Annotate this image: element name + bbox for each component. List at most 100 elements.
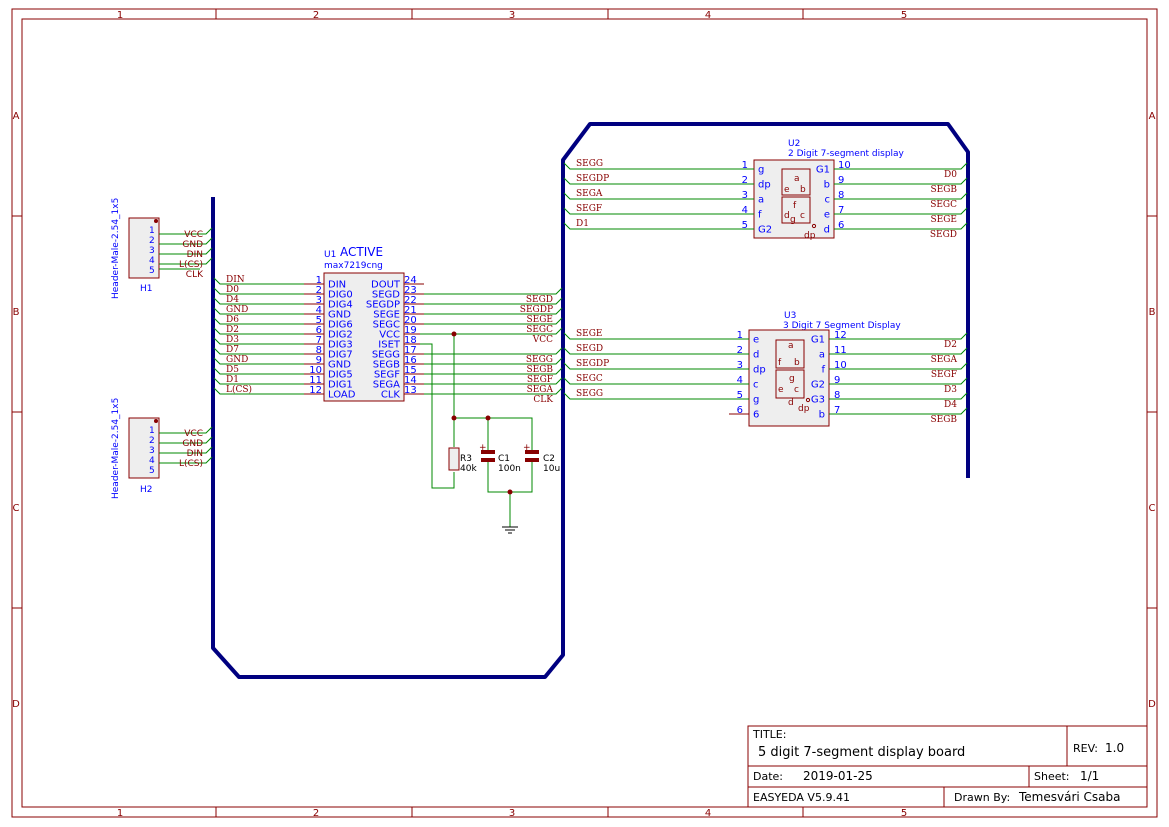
u1-net-wire — [424, 307, 563, 315]
u1-pin-number: 8 — [316, 345, 322, 356]
u3-pin-name: G1 — [811, 335, 825, 346]
u1-pin-number: 1 — [316, 275, 322, 286]
ic-u1-max7219: U1 ACTIVE max7219cng DIN1DINDIG02D0DIG43… — [213, 245, 563, 405]
u2-net-label: SEGD — [930, 230, 957, 240]
u1-net-label: SEGB — [526, 365, 553, 375]
u1-net-label: D7 — [226, 345, 239, 355]
u1-pin-number: 10 — [309, 365, 322, 376]
u3-seg-label: c — [794, 385, 799, 395]
u1-pin-number: 6 — [316, 325, 322, 336]
u1-pin-number: 7 — [316, 335, 322, 346]
u3-net-wire — [829, 347, 968, 355]
h2-pin1-marker — [154, 419, 158, 423]
frame-row-labels: A B C D A B C D — [12, 111, 1156, 710]
row-label-right: D — [1148, 699, 1156, 710]
u1-net-wire — [213, 337, 304, 345]
u1-net-wire — [424, 327, 563, 335]
u1-pin-number: 17 — [404, 345, 417, 356]
h1-pin-number: 3 — [149, 246, 155, 256]
u1-pin-name: SEGE — [373, 310, 400, 321]
u2-net-wire — [563, 192, 754, 200]
u3-pin-name: b — [819, 410, 825, 421]
u2-net-label: SEGG — [576, 159, 603, 169]
u3-pin-number: 9 — [834, 375, 840, 386]
u1-pin-name: DIG5 — [328, 370, 353, 381]
u2-body — [753, 159, 835, 239]
u1-net-wire — [424, 287, 563, 295]
u3-pin-number: 12 — [834, 330, 847, 341]
u2-seg-label: f — [793, 201, 797, 211]
h2-pin-number: 1 — [149, 426, 155, 436]
u1-pin-name: VCC — [379, 330, 400, 341]
u1-net-wire — [213, 317, 304, 325]
u1-pin-name: SEGB — [373, 360, 400, 371]
u3-net-label: SEGE — [576, 329, 603, 339]
row-label-left: C — [13, 503, 20, 514]
u3-net-wire — [563, 332, 749, 340]
u2-seg-label: d — [784, 211, 790, 221]
u1-net-label: D4 — [226, 295, 239, 305]
u1-pin-name: CLK — [381, 390, 401, 401]
u1-pin-number: 18 — [404, 335, 417, 346]
u1-pin-number: 23 — [404, 285, 417, 296]
col-label-top: 2 — [313, 10, 319, 21]
h1-pin-number: 1 — [149, 226, 155, 236]
title-label: TITLE: — [752, 728, 786, 741]
col-label-bottom: 4 — [705, 808, 711, 819]
h1-net-label: DIN — [187, 250, 203, 260]
u2-net-wire — [834, 207, 968, 215]
date-value: 2019-01-25 — [803, 769, 873, 783]
u1-net-label: D2 — [226, 325, 239, 335]
u2-pin-number: 7 — [838, 205, 844, 216]
h2-net-label: GND — [182, 439, 203, 449]
h1-pin1-marker — [154, 219, 158, 223]
col-label-top: 5 — [901, 10, 907, 21]
u3-pin-name: a — [819, 350, 825, 361]
display-u2: U2 2 Digit 7-segment display a e b f d c… — [563, 139, 968, 241]
h2-pin-number: 2 — [149, 436, 155, 446]
u1-pin-number: 21 — [404, 305, 417, 316]
date-label: Date: — [753, 770, 783, 783]
tool-version: EASYEDA V5.9.41 — [753, 791, 850, 804]
u1-net-label: GND — [226, 355, 248, 365]
u1-left-pins: DIN1DINDIG02D0DIG43D4GND4GNDDIG65D6DIG26… — [213, 275, 356, 401]
u3-net-wire — [829, 407, 968, 415]
iset-network: R3 40k + C1 100n + C2 10u — [420, 331, 560, 534]
junction-dot — [451, 415, 457, 421]
u3-pin-name: G2 — [811, 380, 825, 391]
u1-net-wire — [213, 367, 304, 375]
h2-net-label: VCC — [184, 429, 203, 439]
col-label-top: 1 — [117, 10, 123, 21]
u3-pin-name: G3 — [811, 395, 825, 406]
u1-pin-name: SEGA — [373, 380, 400, 391]
u1-net-label: SEGD — [526, 295, 553, 305]
u1-net-label: VCC — [532, 335, 553, 345]
u3-ref: U3 — [784, 311, 796, 321]
u3-net-label: D4 — [944, 400, 957, 410]
u1-net-wire — [213, 297, 304, 305]
u3-net-label: SEGDP — [576, 359, 609, 369]
u1-pin-number: 13 — [404, 385, 417, 396]
u1-net-wire — [213, 377, 304, 385]
u1-pin-number: 11 — [309, 375, 322, 386]
drawn-by-value: Temesvári Csaba — [1018, 790, 1121, 804]
u1-net-label: SEGE — [527, 315, 554, 325]
u3-pin-number: 1 — [737, 330, 743, 341]
u2-pin-number: 3 — [742, 190, 748, 201]
u3-pin-name: c — [753, 380, 759, 391]
title-block: TITLE: 5 digit 7-segment display board R… — [747, 725, 1148, 808]
u3-pin-number: 8 — [834, 390, 840, 401]
u1-net-label: DIN — [226, 275, 245, 285]
u2-pin-name: b — [824, 180, 830, 191]
h2-net-label: DIN — [187, 449, 203, 459]
col-label-bottom: 5 — [901, 808, 907, 819]
u1-net-label: L(CS) — [226, 384, 252, 395]
u2-seg-label: c — [800, 211, 805, 221]
u1-pin-number: 15 — [404, 365, 417, 376]
u1-net-label: D1 — [226, 375, 239, 385]
sheet-label: Sheet: — [1034, 770, 1070, 783]
junction-dot — [485, 415, 491, 421]
u3-net-wire — [829, 392, 968, 400]
